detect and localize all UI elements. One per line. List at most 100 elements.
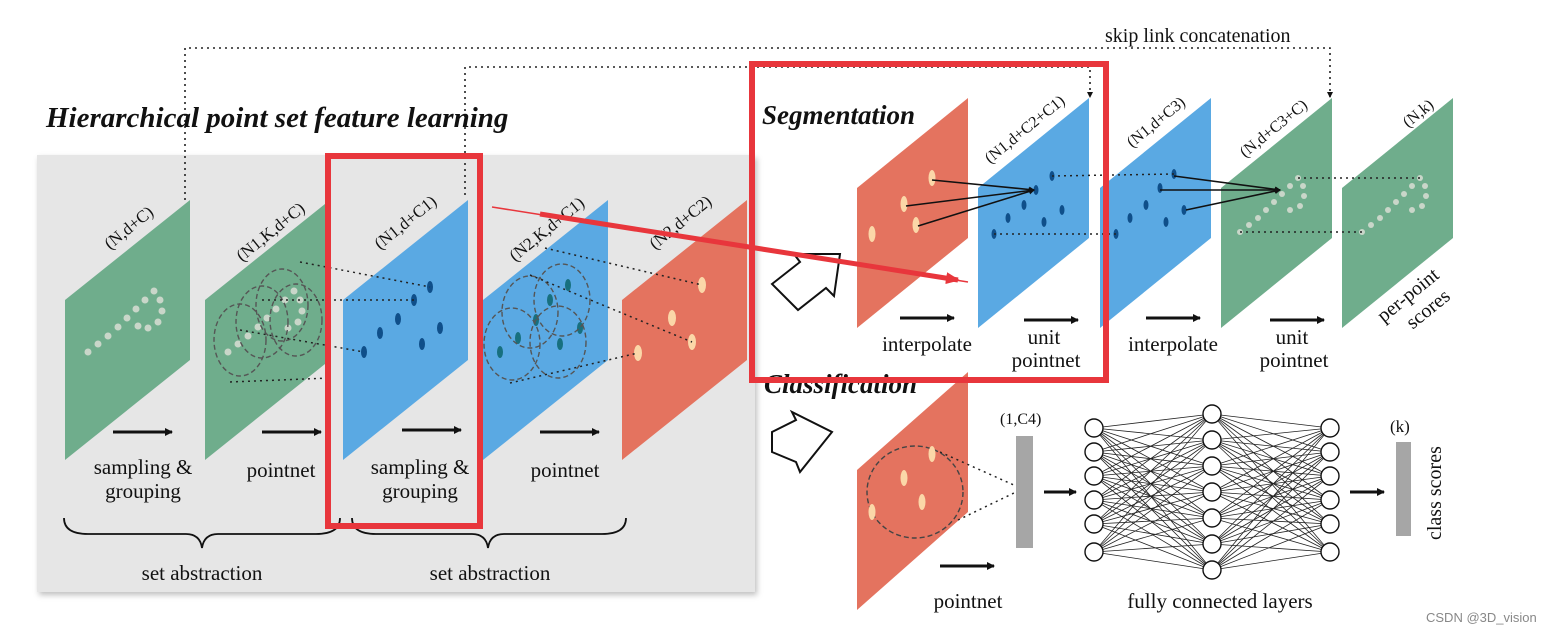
fc-neuron <box>1320 418 1340 438</box>
fc-edge <box>1093 451 1213 493</box>
highlight-arrow-thick <box>539 211 960 285</box>
fc-edge <box>1093 439 1213 453</box>
seg-step-3: interpolate <box>1128 332 1218 356</box>
fc-edge <box>1211 427 1331 467</box>
fc-neuron <box>1320 490 1340 510</box>
set-abstraction-label-2: set abstraction <box>430 561 551 585</box>
seg-step-2-line2: pointnet <box>1012 348 1081 372</box>
fully-connected-network <box>1084 404 1340 580</box>
fc-edge <box>1211 523 1331 545</box>
fc-neuron <box>1084 418 1104 438</box>
seg-branch-arrow <box>770 253 842 312</box>
fc-neuron <box>1084 514 1104 534</box>
fc-neuron <box>1320 514 1340 534</box>
fc-edge <box>1211 451 1331 519</box>
fc-edge <box>1211 491 1331 525</box>
fc-edge <box>1211 439 1331 453</box>
fc-edge <box>1093 451 1213 467</box>
fc-edge <box>1211 465 1331 525</box>
fc-edge <box>1093 439 1213 501</box>
fc-neuron <box>1084 542 1104 562</box>
fc-label: fully connected layers <box>1127 589 1312 613</box>
branch-arrows <box>770 253 842 474</box>
fc-edge <box>1211 439 1331 501</box>
class-scores-label: class scores <box>1424 446 1446 540</box>
seg-step-4-line1: unit <box>1276 325 1309 349</box>
fc-edge <box>1211 413 1331 501</box>
fc-neuron <box>1084 466 1104 486</box>
fc-edge <box>1093 427 1213 467</box>
highlight-box-encoder <box>325 153 483 529</box>
fc-edge <box>1093 451 1213 519</box>
fc-neuron <box>1084 442 1104 462</box>
enc-step-2-line1: pointnet <box>247 458 316 482</box>
fc-neuron <box>1320 466 1340 486</box>
fc-edge <box>1211 413 1331 429</box>
fc-edge <box>1211 451 1331 467</box>
fc-edge <box>1211 451 1331 571</box>
fc-edge <box>1093 551 1213 571</box>
fc-edge <box>1093 427 1213 441</box>
fc-edge <box>1211 413 1331 525</box>
fc-edge <box>1211 427 1331 545</box>
fc-edge <box>1093 475 1213 545</box>
fc-edge <box>1093 413 1213 501</box>
fc-edge <box>1211 551 1331 571</box>
fc-edge <box>1093 413 1213 525</box>
fc-neuron <box>1202 404 1222 424</box>
fc-edge <box>1093 523 1213 545</box>
cls-step-label: pointnet <box>934 589 1003 613</box>
fc-edge <box>1211 439 1331 525</box>
class-scores-vector <box>1396 442 1411 536</box>
segmentation-title: Segmentation <box>762 100 915 130</box>
hierarchical-title: Hierarchical point set feature learning <box>45 102 508 134</box>
fc-edge <box>1093 491 1213 525</box>
fc-edge <box>1093 439 1213 525</box>
enc-step-4-line1: pointnet <box>531 458 600 482</box>
seg-interp-arrows <box>905 175 1281 227</box>
fc-edge <box>1211 413 1331 477</box>
fc-edge <box>1211 413 1331 453</box>
cls-branch-arrow <box>771 409 834 474</box>
seg-projection-lines <box>994 173 1420 235</box>
skip-link-label: skip link concatenation <box>1105 25 1291 47</box>
fc-edge <box>1093 491 1213 553</box>
encoder-projection-lines <box>229 247 703 384</box>
encoder-plane-5 <box>622 200 747 460</box>
fc-edge <box>1211 475 1331 519</box>
classification-title: Classification <box>764 369 917 399</box>
fc-edge <box>1093 427 1213 493</box>
fc-edge <box>1211 439 1331 477</box>
fc-edge <box>1093 427 1213 545</box>
encoder-step-arrows <box>113 426 600 436</box>
enc-step-3-line2: grouping <box>382 479 458 503</box>
encoder-plane-2 <box>205 200 330 460</box>
encoder-plane-1 <box>65 200 190 460</box>
fc-edge <box>1093 413 1213 477</box>
fc-edge <box>1211 523 1331 571</box>
fc-edge <box>1093 451 1213 545</box>
class-scores-dim: (k) <box>1390 417 1410 436</box>
skip-links <box>184 47 1333 200</box>
set-abstraction-label-1: set abstraction <box>142 561 263 585</box>
fc-edge <box>1211 543 1331 553</box>
fc-edge <box>1093 439 1213 553</box>
fc-edge <box>1093 465 1213 525</box>
fc-neuron <box>1202 482 1222 502</box>
fc-neuron <box>1320 442 1340 462</box>
fc-neuron <box>1084 490 1104 510</box>
fc-neuron <box>1202 560 1222 580</box>
seg-step-1: interpolate <box>882 332 972 356</box>
fc-edge <box>1211 465 1331 501</box>
enc-step-1-line2: grouping <box>105 479 181 503</box>
fc-edge <box>1211 427 1331 571</box>
seg-plane-1 <box>857 98 968 328</box>
fc-edge <box>1211 499 1331 519</box>
fc-edge <box>1211 427 1331 493</box>
fc-edge <box>1211 427 1331 441</box>
fc-edge <box>1211 475 1331 545</box>
fc-edge <box>1093 413 1213 429</box>
fc-edge <box>1211 451 1331 493</box>
fc-neuron <box>1202 534 1222 554</box>
